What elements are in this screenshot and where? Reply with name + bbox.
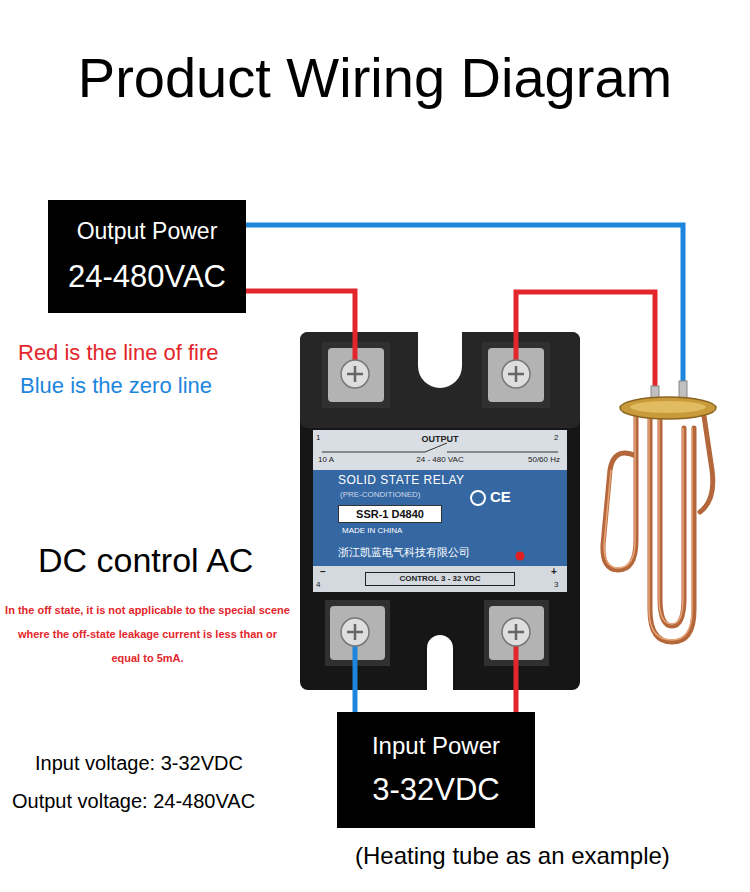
- wire: [353, 690, 358, 712]
- box-text: Output Power: [77, 218, 218, 244]
- model-box: SSR-1 D4840: [338, 505, 442, 523]
- power-source-box: Input Power 3-32VDC: [337, 712, 535, 828]
- box-text: CONTROL 3 - 32 VDC: [399, 574, 480, 583]
- screw: [341, 360, 369, 388]
- relay-marking: 浙江凯蓝电气科技有限公司: [338, 546, 470, 559]
- flange-face: [630, 401, 706, 413]
- relay-marking: +: [551, 566, 557, 578]
- screw-slot: [508, 366, 524, 382]
- heating-tube: [603, 381, 716, 642]
- relay-marking: 2: [554, 433, 558, 442]
- box-text: Input Power: [372, 732, 500, 760]
- relay-marking: 1: [316, 433, 320, 442]
- indicator-led: [516, 552, 525, 561]
- wire: [246, 291, 355, 332]
- box-text: 24-480VAC: [68, 259, 226, 295]
- mounting-hole: [427, 648, 453, 691]
- relay-marking: CE: [490, 488, 511, 505]
- relay-marking: 10 A: [318, 455, 334, 464]
- clear-cover: [300, 332, 580, 428]
- spec-note: Output voltage: 24-480VAC: [12, 790, 255, 813]
- spec-note: Input voltage: 3-32VDC: [35, 752, 243, 775]
- screw-slot: [347, 366, 363, 382]
- relay-marking: SOLID STATE RELAY: [338, 474, 465, 488]
- relay-marking: −: [320, 566, 326, 578]
- relay-marking: MADE IN CHINA: [342, 526, 402, 535]
- screw: [502, 360, 530, 388]
- label-band: [313, 470, 567, 566]
- box-text: SSR-1 D4840: [356, 508, 424, 521]
- relay-marking: (PRE-CONDITIONED): [340, 490, 420, 499]
- tube-highlight: [604, 416, 692, 640]
- label-panel: [313, 430, 567, 470]
- copper-tube: [603, 416, 713, 642]
- relay-marking: 4: [316, 580, 320, 589]
- relay-housing: [300, 332, 580, 691]
- box-text: 3-32VDC: [372, 772, 500, 808]
- screw: [341, 618, 369, 646]
- ccc-mark: [471, 491, 485, 505]
- section-heading: DC control AC: [38, 541, 253, 580]
- color-note: Blue is the zero line: [20, 373, 212, 398]
- relay-marking: 3: [554, 580, 558, 589]
- wire: [514, 690, 519, 712]
- label-panel: [313, 566, 567, 592]
- screw-slot: [347, 624, 363, 640]
- screw: [502, 618, 530, 646]
- screw-slot: [508, 624, 524, 640]
- relay-marking: 50/60 Hz: [528, 455, 560, 464]
- title: Product Wiring Diagram: [0, 46, 750, 110]
- flange: [620, 397, 716, 419]
- solid-state-relay: 1 OUTPUT 2 10 A 24 - 480 VAC 50/60 Hz SOLID ST…: [300, 332, 580, 690]
- warning-note: In the off state, it is not applicable t…: [5, 598, 290, 670]
- power-source-box: Output Power 24-480VAC: [48, 200, 246, 313]
- output-symbol: [322, 443, 558, 452]
- housing: [300, 332, 580, 690]
- relay-marking: OUTPUT: [422, 434, 459, 444]
- control-box: CONTROL 3 - 32 VDC: [365, 572, 515, 586]
- mounting-slot: [418, 332, 462, 388]
- caption: (Heating tube as an example): [355, 842, 670, 870]
- relay-marking: 24 - 480 VAC: [416, 455, 463, 464]
- color-note: Red is the line of fire: [18, 340, 219, 365]
